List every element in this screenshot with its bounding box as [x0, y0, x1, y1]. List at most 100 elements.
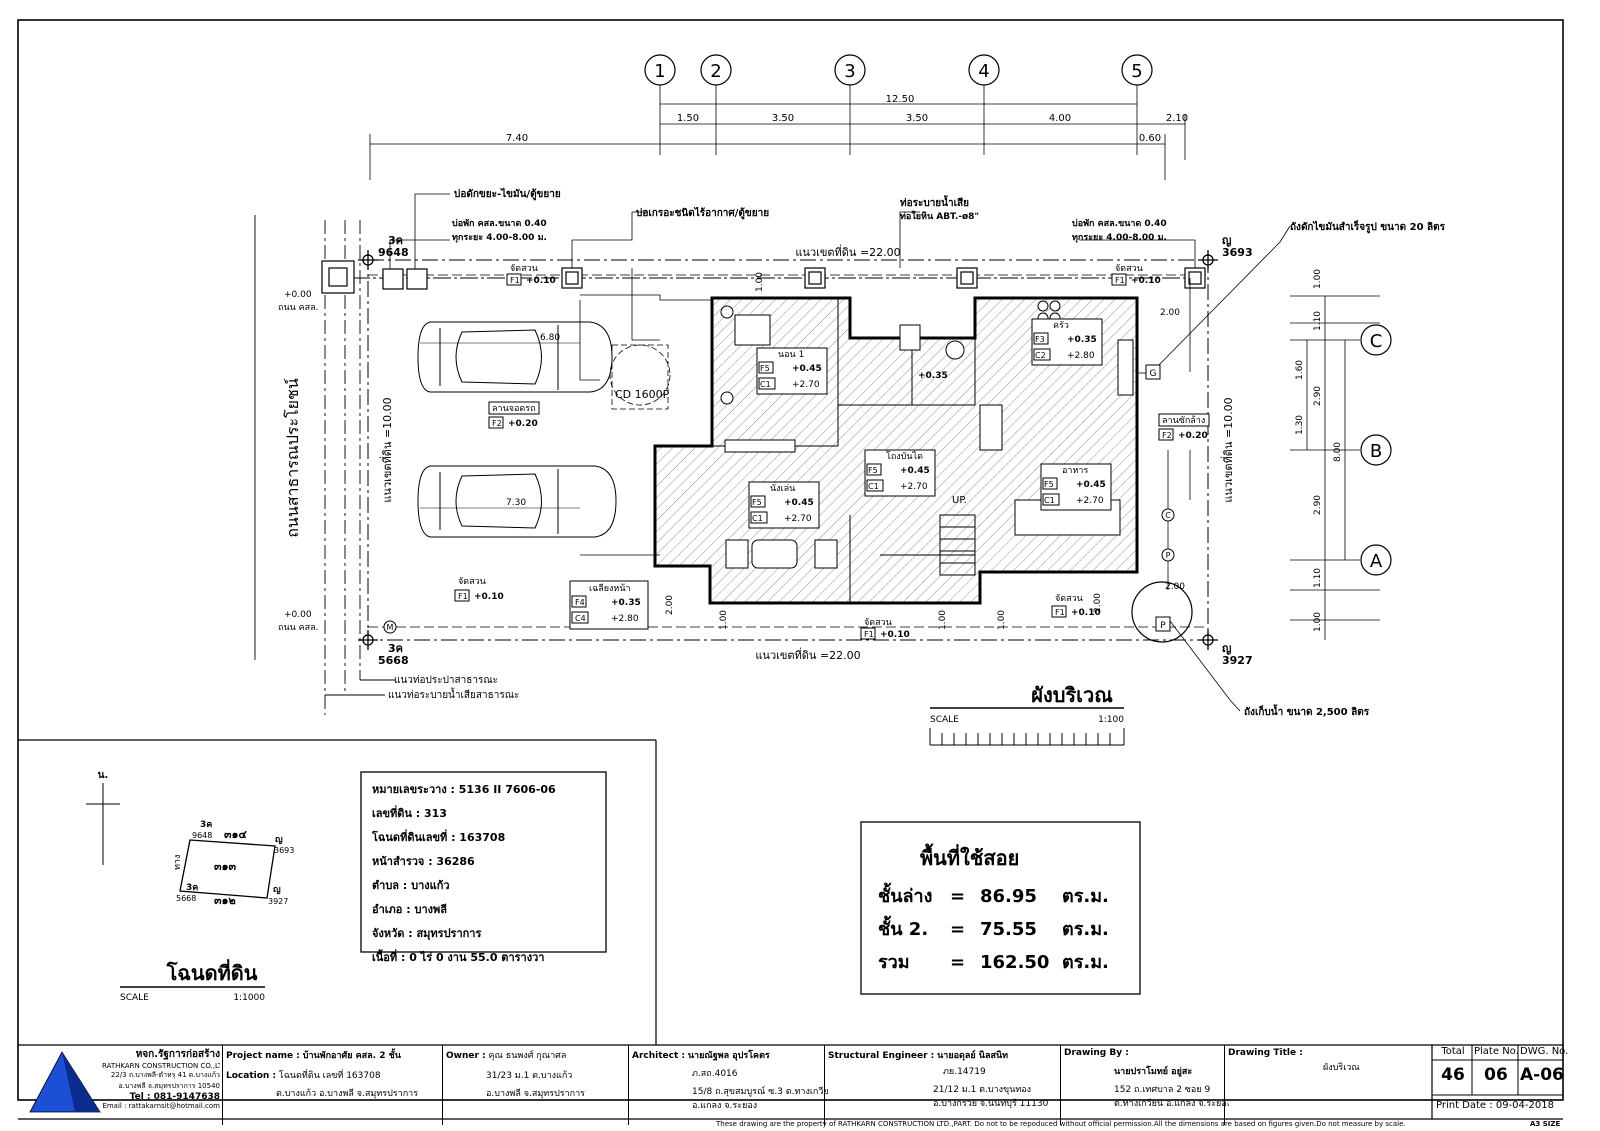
svg-text:+0.35: +0.35 — [611, 598, 641, 608]
grid-bubble-4 — [968, 54, 1000, 86]
svg-text:5668: 5668 — [176, 894, 196, 903]
septic-label: บ่อเกรอะชนิดไร้อากาศ/ตู้ขยาย — [636, 206, 769, 220]
level-left-bottom-sub: ถนน คสล. — [278, 623, 319, 633]
svg-text:+0.45: +0.45 — [900, 466, 930, 476]
drain-pipe-sub: ท่อใยหิน ABT.-ø8" — [900, 210, 979, 222]
stair-up-label: UP. — [952, 495, 967, 506]
svg-text:ครัว: ครัว — [1053, 321, 1069, 331]
car-top — [417, 321, 613, 393]
level-left-bottom: +0.00 — [284, 610, 312, 620]
svg-text:F1: F1 — [1115, 276, 1125, 285]
boundary-top-label: แนวเขตที่ดิน =22.00 — [795, 244, 900, 259]
svg-text:+0.20: +0.20 — [1178, 431, 1208, 441]
svg-text:3693: 3693 — [274, 846, 294, 855]
north-arrow — [86, 783, 120, 865]
land-info-line: โฉนดที่ดินเลขที่ : 163708 — [372, 831, 506, 844]
svg-text:F3: F3 — [1035, 335, 1045, 344]
svg-text:8.00: 8.00 — [1333, 442, 1343, 462]
svg-text:1.00: 1.00 — [938, 610, 948, 630]
building-interior — [712, 298, 1134, 603]
svg-text:ลานซักล้าง: ลานซักล้าง — [1162, 415, 1205, 426]
svg-text:F1: F1 — [458, 592, 468, 601]
svg-text:2.00: 2.00 — [665, 595, 675, 615]
svg-text:+2.80: +2.80 — [1067, 351, 1095, 361]
plate-value: 06 — [1484, 1065, 1508, 1085]
svg-text:2.00: 2.00 — [1160, 308, 1180, 318]
svg-text:1.00: 1.00 — [719, 610, 729, 630]
svg-text:1.00: 1.00 — [755, 272, 765, 292]
dim-right-offset: 2.10 — [1166, 113, 1188, 124]
drawing-by-cell: Drawing By : นายปราโมทย์ อยู่สะ 152 ถ.เท… — [1060, 1045, 1229, 1125]
dwg-label: DWG. No. — [1520, 1046, 1569, 1057]
svg-text:จัดสวน: จัดสวน — [864, 618, 892, 628]
grease-trap-label: บ่อดักขยะ-ไขมัน/ตู้ขยาย — [454, 187, 561, 201]
property-boundary — [367, 259, 1209, 641]
svg-text:เฉลียงหน้า: เฉลียงหน้า — [589, 583, 631, 594]
svg-text:+2.70: +2.70 — [1076, 496, 1104, 506]
marker-se-num: 3927 — [1222, 654, 1253, 667]
grid-label-3: 3 — [844, 61, 855, 82]
svg-text:C4: C4 — [575, 614, 586, 623]
deed-parcel — [179, 839, 276, 899]
svg-text:+0.10: +0.10 — [474, 592, 504, 602]
dim-part-4: 4.00 — [1049, 113, 1071, 124]
architect-cell: Architect : นายณัฐพล อุปรโคตร ภ.สถ.4016 … — [628, 1045, 829, 1125]
svg-text:F1: F1 — [1055, 608, 1065, 617]
svg-text:2.90: 2.90 — [1313, 495, 1323, 515]
land-info-box — [360, 771, 607, 953]
svg-text:+2.70: +2.70 — [792, 380, 820, 390]
svg-text:ญ: ญ — [273, 885, 281, 895]
svg-text:1.00: 1.00 — [997, 610, 1007, 630]
svg-text:๓๑๔: ๓๑๔ — [224, 828, 248, 841]
svg-text:1.60: 1.60 — [1295, 360, 1305, 380]
svg-text:1.10: 1.10 — [1313, 311, 1323, 331]
svg-text:+0.45: +0.45 — [1076, 480, 1106, 490]
svg-text:+0.10: +0.10 — [1071, 608, 1101, 618]
marker-nw-code: 3ค — [388, 234, 403, 247]
engineer-cell: Structural Engineer : นายอดุลย์ นิลสนิท … — [824, 1045, 1065, 1125]
svg-text:นั่งเล่น: นั่งเล่น — [770, 481, 795, 494]
svg-text:C1: C1 — [868, 482, 879, 491]
grid-axis-columns: 1 2 3 4 5 — [644, 54, 1153, 155]
sheet-border — [17, 19, 1564, 1101]
svg-text:+0.45: +0.45 — [792, 364, 822, 374]
svg-text:1.30: 1.30 — [1295, 415, 1305, 435]
svg-text:F1: F1 — [864, 630, 874, 639]
footer-note: These drawing are the property of RATHKA… — [716, 1120, 1406, 1128]
svg-text:9648: 9648 — [192, 831, 212, 840]
marker-sw-num: 5668 — [378, 654, 409, 667]
svg-text:อาหาร: อาหาร — [1062, 466, 1088, 476]
usable-area-box — [860, 821, 1141, 995]
grid-label-1: 1 — [654, 61, 665, 82]
level-left-top: +0.00 — [284, 290, 312, 300]
svg-text:ลานจอดรถ: ลานจอดรถ — [492, 404, 536, 414]
dim-left-offset: 7.40 — [506, 133, 528, 144]
grid-label-b: B — [1370, 441, 1382, 462]
grid-bubble-1 — [644, 54, 676, 86]
grid-axis-rows — [1290, 295, 1380, 640]
public-water-label: แนวท่อประปาสาธารณะ — [394, 675, 498, 686]
grid-label-5: 5 — [1131, 61, 1142, 82]
svg-text:F4: F4 — [575, 598, 585, 607]
svg-text:+2.80: +2.80 — [611, 614, 639, 624]
svg-text:3ค: 3ค — [200, 820, 212, 830]
svg-text:3927: 3927 — [268, 897, 288, 906]
drain-pipe-label: ท่อระบายน้ำเสีย — [900, 195, 969, 209]
svg-text:C1: C1 — [752, 514, 763, 523]
land-info-line: เลขที่ดิน : 313 — [372, 807, 447, 820]
svg-text:P: P — [1166, 551, 1171, 560]
grid-label-a: A — [1370, 551, 1383, 572]
plan-scale-label: SCALE — [930, 715, 959, 725]
svg-text:1:1000: 1:1000 — [233, 993, 265, 1003]
usable-area-title: พื้นที่ใช้สอย — [920, 846, 1020, 870]
marker-se-code: ญ — [1222, 642, 1231, 655]
land-info-line: หน้าสำรวจ : 36286 — [372, 855, 475, 868]
north-label: น. — [98, 770, 109, 781]
plan-title: ผังบริเวณ — [1031, 683, 1113, 707]
top-dimensions — [369, 103, 1186, 180]
car-bottom — [417, 465, 617, 538]
svg-text:F1: F1 — [510, 276, 520, 285]
public-drain-label: แนวท่อระบายน้ำเสียสาธารณะ — [388, 687, 519, 701]
